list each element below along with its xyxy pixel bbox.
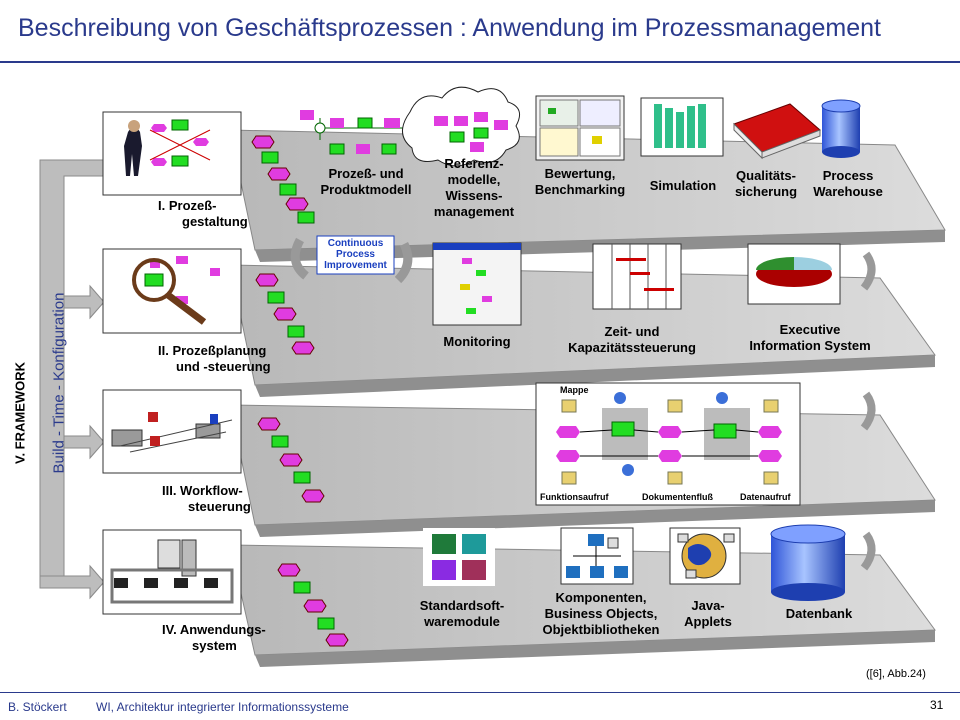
label-monitoring: Monitoring: [443, 334, 511, 349]
label-database: Datenbank: [785, 606, 853, 621]
process-chain-2: [255, 273, 315, 355]
citation: ([6], Abb.24): [866, 668, 926, 680]
page-title: Beschreibung von Geschäftsprozessen : An…: [18, 14, 881, 42]
executive-info-pie: [747, 243, 841, 305]
layer-1-image: [102, 111, 242, 196]
components-image: [560, 527, 634, 585]
layer-3-image: [102, 389, 242, 474]
label-data-call: Datenaufruf: [740, 492, 791, 502]
java-applets-globe: [669, 527, 741, 585]
framework-label: V. FRAMEWORK: [12, 361, 28, 465]
process-chain-4: [277, 563, 349, 647]
gantt-chart: [592, 243, 682, 310]
standard-modules-image: [423, 528, 495, 586]
footer-rule: [0, 692, 960, 693]
database-cylinder: [770, 524, 846, 601]
benchmarking-screen: [535, 95, 625, 161]
layer-3-name: III. Workflow-steuerung: [162, 483, 251, 514]
page-number: 31: [930, 698, 944, 712]
layer-1-name: I. Prozeß-gestaltung: [158, 198, 248, 229]
label-components: Komponenten,Business Objects,Objektbibli…: [542, 590, 660, 637]
title-rule: [0, 61, 960, 63]
label-standard-modules: Standardsoft-waremodule: [419, 598, 505, 629]
build-time-label: Build - Time - Konfiguration: [50, 292, 68, 474]
process-chain-3: [257, 417, 325, 503]
quality-books: [733, 103, 821, 160]
process-model-image: [300, 110, 404, 155]
footer-author: B. Stöckert: [8, 700, 67, 714]
process-warehouse-cylinder: [821, 99, 861, 158]
layer-4-image: [102, 529, 242, 615]
label-reference-models: Referenz-modelle, Wissens-management: [433, 156, 515, 219]
cpi-cycle-arrows: [290, 235, 876, 571]
label-mappe: Mappe: [560, 385, 589, 395]
label-quality: Qualitäts-sicherung: [734, 168, 798, 199]
reference-model-cloud: [402, 86, 521, 167]
layer-2-image: [102, 248, 242, 334]
footer-course: WI, Architektur integrierter Information…: [96, 700, 349, 714]
simulation-chart: [640, 97, 724, 157]
monitoring-screen: [432, 242, 522, 326]
layer-4-name: IV. Anwendungs-system: [162, 622, 266, 653]
workflow-image: [535, 382, 801, 506]
process-chain-1: [251, 135, 315, 224]
label-simulation: Simulation: [649, 178, 717, 193]
layer-plate-4: [229, 544, 936, 667]
label-function-call: Funktionsaufruf: [540, 492, 609, 502]
label-document-flow: Dokumentenfluß: [642, 492, 713, 502]
label-java-applets: Java-Applets: [684, 598, 732, 629]
label-benchmarking: Bewertung,Benchmarking: [534, 166, 626, 197]
